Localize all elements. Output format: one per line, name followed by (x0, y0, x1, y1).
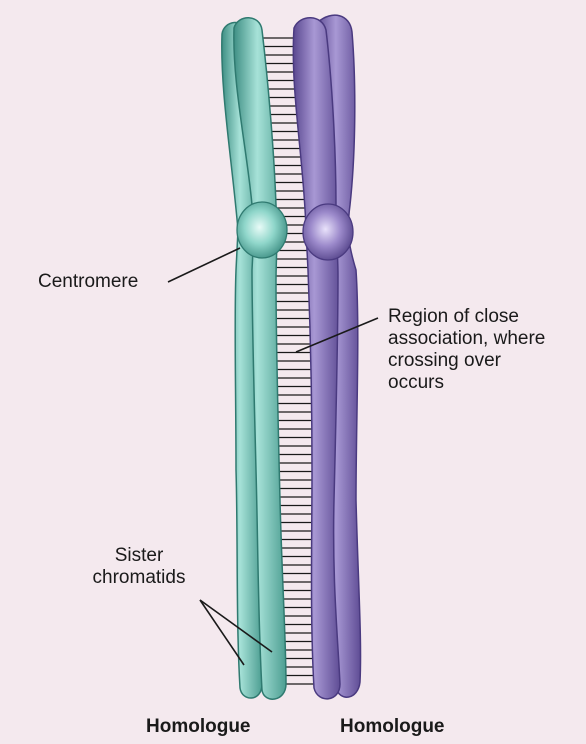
right-homologue-chromosome (293, 15, 360, 699)
right-centromere-knob (303, 204, 353, 260)
region-label-line-3: crossing over (388, 350, 586, 372)
left-homologue-chromosome (222, 18, 287, 699)
centromere-label: Centromere (38, 271, 138, 293)
sister-chromatids-label: Sister chromatids (74, 545, 204, 589)
sister-label-line-1: Sister (74, 545, 204, 567)
left-centromere-knob (237, 202, 287, 258)
region-label-line-4: occurs (388, 372, 586, 394)
homologue-left-label: Homologue (146, 716, 251, 738)
region-label-line-1: Region of close (388, 306, 586, 328)
sister-label-line-2: chromatids (74, 567, 204, 589)
region-label: Region of close association, where cross… (388, 306, 586, 394)
homologue-right-label: Homologue (340, 716, 445, 738)
region-label-line-2: association, where (388, 328, 586, 350)
right-chromatid-front (293, 18, 340, 699)
centromere-leader-line (168, 248, 240, 282)
